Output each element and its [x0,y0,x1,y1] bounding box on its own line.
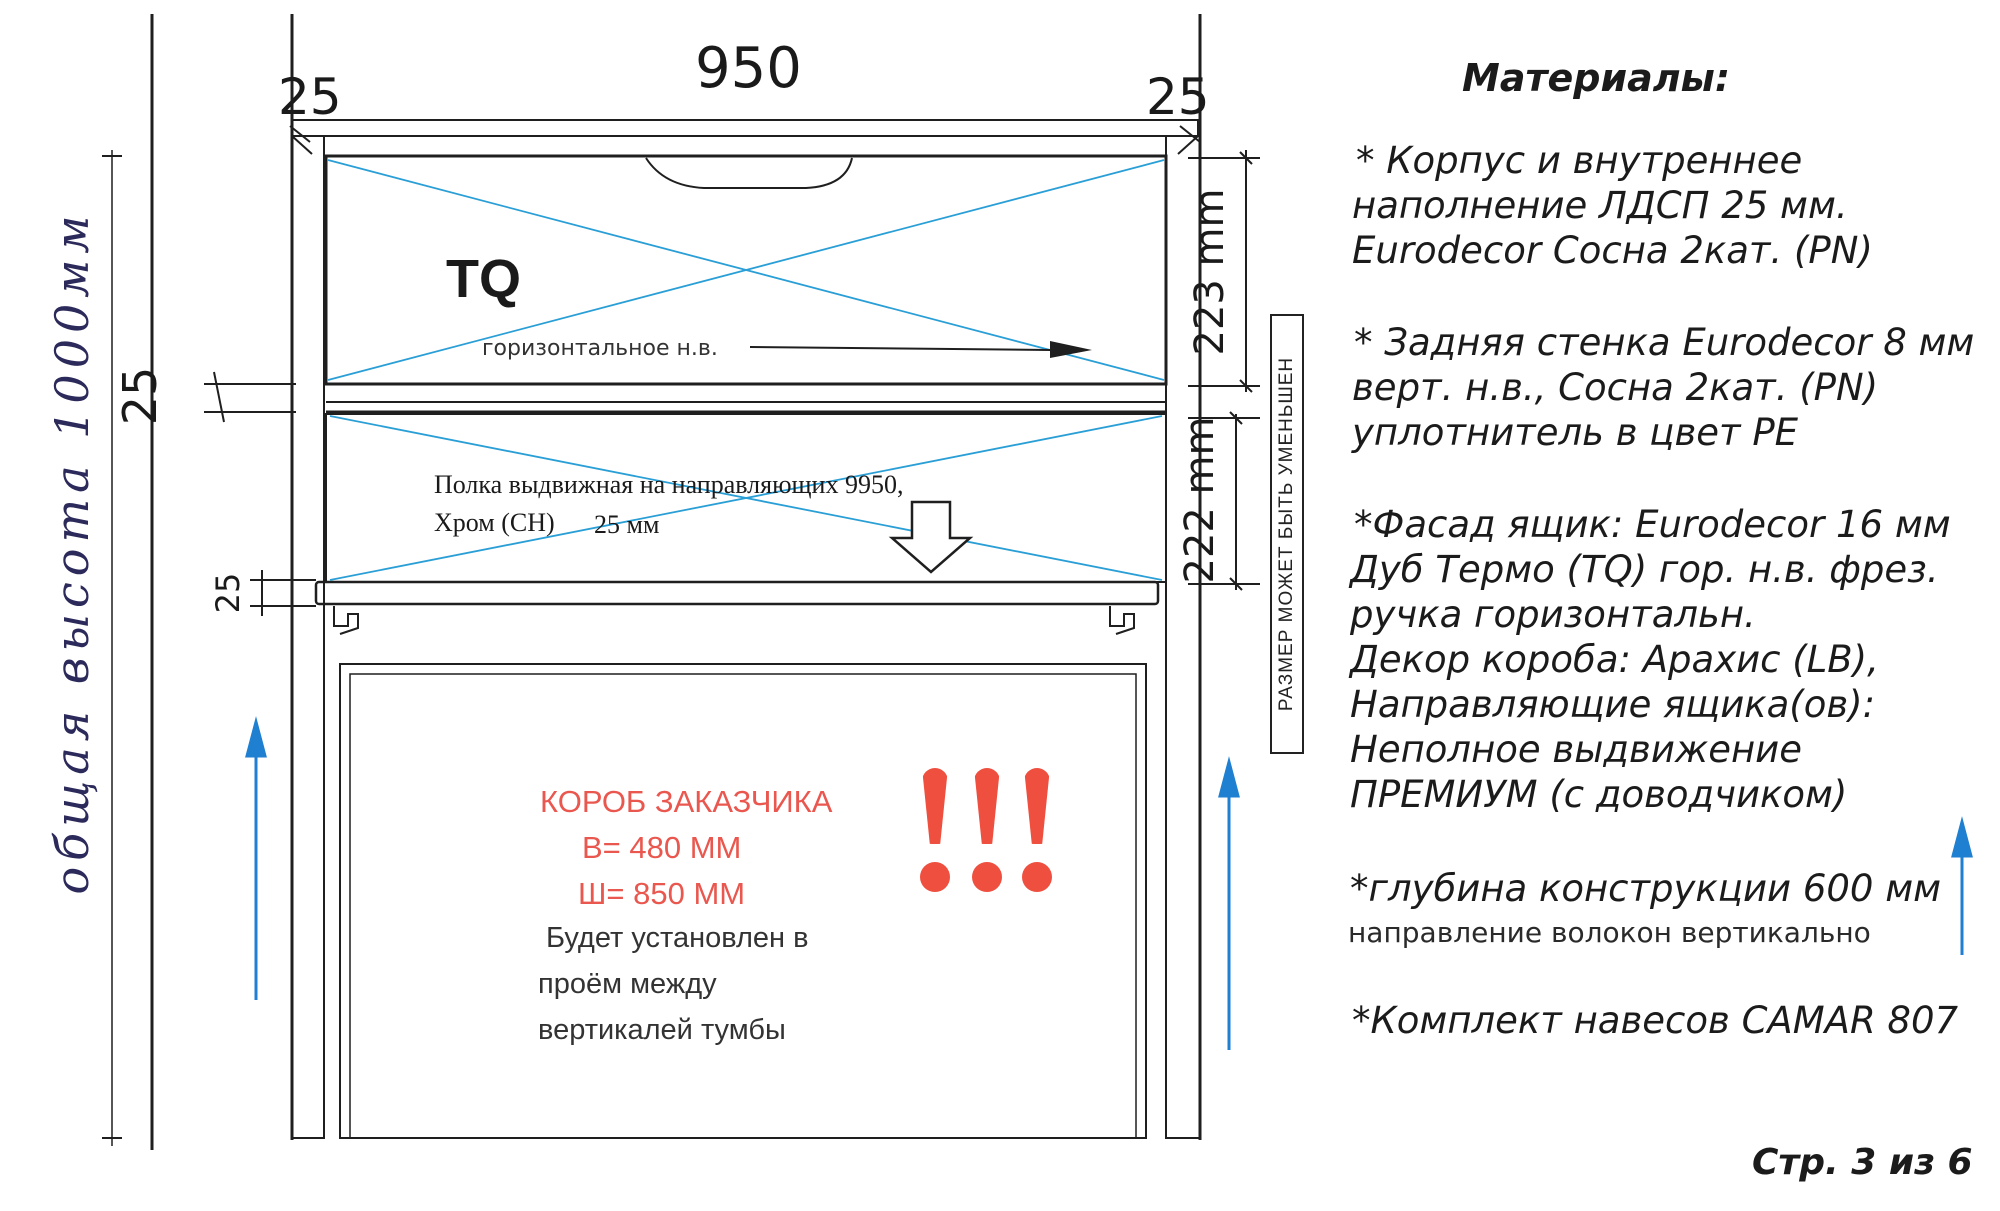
grain-direction-arrow-right-head [1218,756,1240,798]
customer-box-height: В= 480 ММ [582,830,742,865]
materials-line: верт. н.в., Сосна 2кат. (PN) [1352,366,1879,409]
shelf-description: Полка выдвижная на направляющих 9950, [434,470,904,499]
grain-direction-arrow-legend-head [1951,816,1973,858]
width-dimension-label: 950 [695,36,802,101]
materials-line: *глубина конструкции 600 мм [1350,867,1942,910]
drawer-handle-cutout [645,157,853,189]
customer-box-title: КОРОБ ЗАКАЗЧИКА [540,784,833,819]
dim-tick [1239,379,1253,393]
left-side-dimension-label: 25 [278,68,342,126]
size-reduce-note-text: РАЗМЕР МОЖЕТ БЫТЬ УМЕНЬШЕН [1276,356,1297,712]
materials-title: Материалы: [1462,56,1731,100]
customer-box-width: Ш= 850 ММ [578,876,746,911]
materials-line: *Комплект навесов CAMAR 807 [1352,999,1959,1042]
materials-line: Направляющие ящика(ов): [1350,683,1876,726]
shelf-runner-right [1109,606,1135,635]
right-side-dimension-label: 25 [1146,68,1210,126]
customer-box-note-line: вертикалей тумбы [538,1014,786,1046]
shelf-runner-left [333,606,359,635]
dim-tick [1239,151,1253,165]
dim-tick [213,371,225,423]
grain-arrow [749,341,1092,358]
grain-direction-note: направление волокон вертикально [1348,916,1871,949]
shelf-height-label: 222 mm [1177,416,1223,584]
alert-exclamation-icon [918,768,1058,898]
drawer-code-label: TQ [446,249,521,309]
materials-line: наполнение ЛДСП 25 мм. [1352,184,1848,227]
materials-line: Дуб Термо (TQ) гор. н.в. фрез. [1350,548,1939,591]
materials-line: уплотнитель в цвет PE [1352,411,1799,454]
materials-line: Неполное выдвижение [1350,728,1802,771]
shelf-thickness-label: 25 [209,572,247,614]
dim-tick [1229,577,1243,591]
customer-box-note-line: проём между [538,968,717,1000]
gap-dimension-label: 25 [113,366,167,426]
shelf-cross-line [329,415,1163,581]
page-number: Стр. 3 из 6 [1752,1142,1973,1183]
dim-tick [289,125,311,143]
materials-line: ПРЕМИУМ (с доводчиком) [1350,773,1848,816]
drawer-cross-line [327,159,1165,381]
shelf-finish: Хром (CH) [434,508,555,537]
materials-line: Декор короба: Арахис (LB), [1350,638,1879,681]
pull-out-shelf [314,580,1160,606]
right-side-panel [1165,135,1201,1139]
materials-line: * Задняя стенка Eurodecor 8 мм [1354,321,1975,364]
total-height-label: общая высота 1000мм [45,209,99,895]
dim-tick [1179,125,1201,143]
customer-box-note-line: Будет установлен в [546,922,809,954]
down-arrow-icon [888,500,974,574]
grain-direction-arrow-left-head [245,716,267,758]
materials-line: *Фасад ящик: Eurodecor 16 мм [1354,503,1951,546]
customer-box-inner [349,673,1137,1139]
top-panel-miter [291,135,313,155]
drawer-height-label: 223 mm [1187,188,1233,356]
left-side-panel [291,135,325,1139]
size-reduce-note: РАЗМЕР МОЖЕТ БЫТЬ УМЕНЬШЕН [1270,314,1304,754]
materials-line: Eurodecor Сосна 2кат. (PN) [1352,229,1873,272]
drawer-front [324,154,1168,386]
materials-line: * Корпус и внутреннее [1356,139,1803,182]
dim-tick [1229,411,1243,425]
shelf-thickness-note: 25 мм [594,510,660,539]
drawer-grain-note: горизонтальное н.в. [482,336,718,361]
materials-line: ручка горизонтальн. [1350,593,1756,636]
top-panel [291,119,1199,137]
